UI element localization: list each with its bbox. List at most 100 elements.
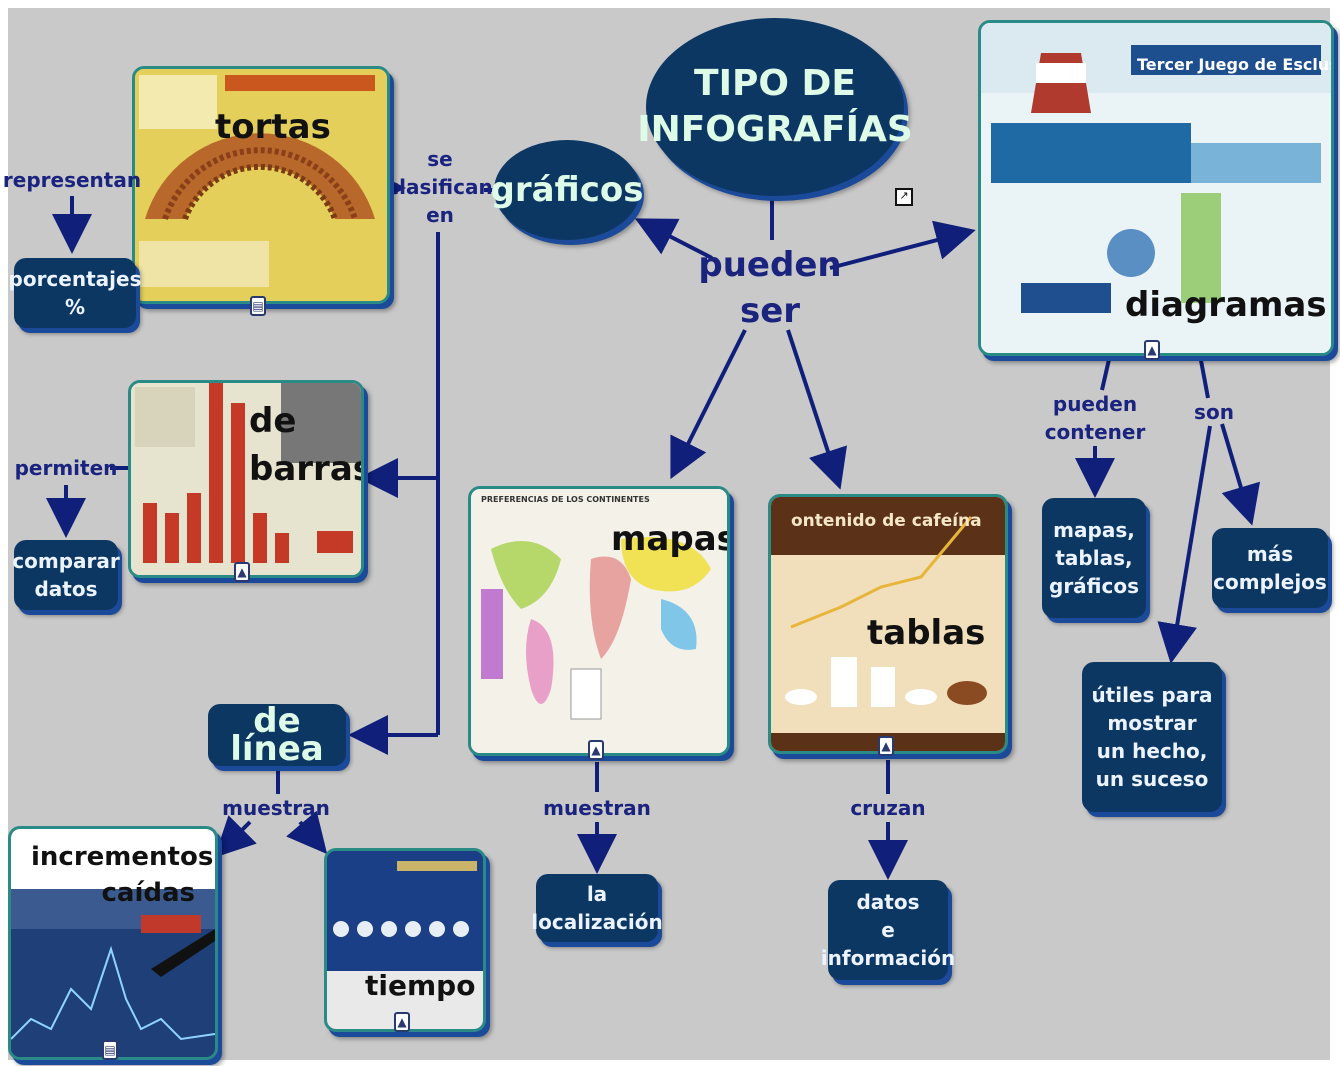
porcentajes-line1: porcentajes: [8, 267, 142, 291]
link-linea-muestran: muestran: [222, 794, 330, 822]
mas-complejos-line2: complejos: [1213, 570, 1327, 594]
link-pueden-ser: pueden ser: [698, 242, 841, 334]
datos-line1: datos: [856, 890, 920, 914]
link-pueden-contener: pueden contener: [1045, 390, 1146, 446]
link-mapas-muestran: muestran: [543, 794, 651, 822]
link-son: son: [1194, 398, 1234, 426]
representan-text: representan: [2, 168, 142, 192]
tablas-illustration: [771, 497, 1005, 751]
mapas-muestran-text: muestran: [543, 796, 651, 820]
contener-result-line2: tablas,: [1055, 546, 1133, 570]
arrow-to-utiles: [1157, 425, 1212, 664]
document-resource-icon-2[interactable]: ▤: [102, 1040, 118, 1060]
mapas-tablas-graficos-node[interactable]: mapas, tablas, gráficos: [1042, 498, 1146, 618]
central-title-line1: TIPO DE: [694, 63, 856, 104]
diagramas-card[interactable]: Tercer Juego de Esclusas diagramas: [978, 20, 1334, 356]
mapas-image-heading: PREFERENCIAS DE LOS CONTINENTES: [481, 495, 650, 504]
document-resource-icon[interactable]: ▤: [250, 296, 266, 316]
link-representan: representan: [3, 166, 141, 194]
utiles-node[interactable]: útiles para mostrar un hecho, un suceso: [1082, 662, 1222, 812]
diagramas-title: diagramas: [1125, 285, 1327, 325]
pueden-ser-line1: pueden: [698, 245, 842, 285]
link-cruzan: cruzan: [850, 794, 925, 822]
shortcut-arrow-icon[interactable]: ↗: [895, 188, 913, 206]
porcentajes-node[interactable]: porcentajes %: [9, 258, 141, 328]
utiles-line1: útiles para: [1091, 683, 1213, 707]
incrementos-card[interactable]: incrementos y caídas: [8, 826, 218, 1060]
tablas-title: tablas: [867, 613, 986, 653]
line-diagramas-son: [1198, 354, 1210, 399]
son-text: son: [1194, 400, 1234, 424]
utiles-line4: un suceso: [1095, 767, 1209, 791]
central-node[interactable]: TIPO DE INFOGRAFÍAS: [637, 18, 913, 196]
image-resource-icon[interactable]: ▲: [234, 562, 250, 582]
tablas-image-heading: ontenido de cafeína: [791, 511, 982, 531]
barras-card[interactable]: de barras: [128, 380, 364, 578]
arrow-to-tablas: [786, 329, 847, 490]
de-linea-node[interactable]: de línea: [208, 704, 346, 766]
image-resource-icon-5[interactable]: ▲: [1144, 340, 1160, 360]
incrementos-illustration: [11, 829, 215, 1057]
mas-complejos-line1: más: [1246, 542, 1294, 566]
diagramas-image-heading: Tercer Juego de Esclusas: [1137, 55, 1331, 74]
link-se-clasifican-en: se clasifican en: [387, 145, 492, 229]
incrementos-line1: incrementos y: [31, 842, 215, 872]
link-permiten: permiten: [15, 454, 118, 482]
porcentajes-line2: %: [64, 295, 86, 319]
utiles-line3: un hecho,: [1096, 739, 1208, 763]
datos-line3: información: [820, 946, 956, 970]
tiempo-card[interactable]: tiempo: [324, 848, 486, 1032]
contener-line2: contener: [1044, 420, 1146, 444]
clasifican-line3: en: [426, 203, 454, 227]
arrow-to-incrementos: [214, 815, 257, 858]
tiempo-title: tiempo: [365, 969, 476, 1002]
barras-illustration: [131, 383, 361, 575]
linea-muestran-text: muestran: [222, 796, 330, 820]
arrow-to-mapas: [670, 329, 747, 480]
image-resource-icon-2[interactable]: ▲: [394, 1012, 410, 1032]
image-resource-icon-4[interactable]: ▲: [878, 736, 894, 756]
tiempo-illustration: [327, 851, 483, 1029]
arrow-to-tiempo: [286, 810, 328, 855]
localizacion-line2: localización: [531, 910, 663, 934]
tablas-card[interactable]: ontenido de cafeína tablas: [768, 494, 1008, 754]
central-title-line2: INFOGRAFÍAS: [637, 109, 913, 150]
tortas-title: tortas: [215, 107, 331, 147]
tortas-card[interactable]: tortas: [132, 66, 390, 304]
mapas-illustration: [471, 489, 727, 753]
barras-title-line1: de: [249, 401, 297, 441]
incrementos-line2: caídas: [101, 878, 195, 908]
localizacion-line1: la: [586, 882, 608, 906]
utiles-line2: mostrar: [1107, 711, 1197, 735]
datos-line2: e: [881, 918, 895, 942]
arrow-to-diagramas: [829, 220, 976, 270]
contener-result-line1: mapas,: [1053, 518, 1135, 542]
graficos-label: gráficos: [490, 170, 644, 210]
mas-complejos-node[interactable]: más complejos: [1212, 528, 1328, 608]
permiten-text: permiten: [14, 456, 118, 480]
comparar-datos-node[interactable]: comparar datos: [12, 540, 120, 610]
cruzan-text: cruzan: [850, 796, 926, 820]
de-linea-label: de línea: [230, 701, 324, 769]
datos-informacion-node[interactable]: datos e información: [821, 880, 955, 980]
arrow-to-mas-complejos: [1220, 423, 1261, 526]
pueden-ser-line2: ser: [739, 291, 801, 331]
mapas-title: mapas: [611, 519, 730, 559]
incrementos-title: incrementos y caídas: [31, 839, 215, 911]
comparar-line2: datos: [34, 577, 98, 601]
clasifican-line1: se: [427, 147, 453, 171]
contener-line1: pueden: [1052, 392, 1138, 416]
clasifican-line2: clasifican: [387, 175, 493, 199]
line-diagramas-pueden: [1100, 354, 1112, 391]
contener-result-line3: gráficos: [1049, 574, 1139, 598]
mapas-card[interactable]: PREFERENCIAS DE LOS CONTINENTES mapas: [468, 486, 730, 756]
tortas-illustration: [135, 69, 387, 301]
localizacion-node[interactable]: la localización: [531, 874, 663, 942]
graficos-node[interactable]: gráficos: [491, 140, 644, 240]
barras-title: de barras: [249, 397, 364, 493]
arrow-to-graficos: [634, 218, 713, 260]
image-resource-icon-3[interactable]: ▲: [588, 740, 604, 760]
diagramas-illustration: [981, 23, 1331, 353]
barras-title-line2: barras: [249, 449, 364, 489]
